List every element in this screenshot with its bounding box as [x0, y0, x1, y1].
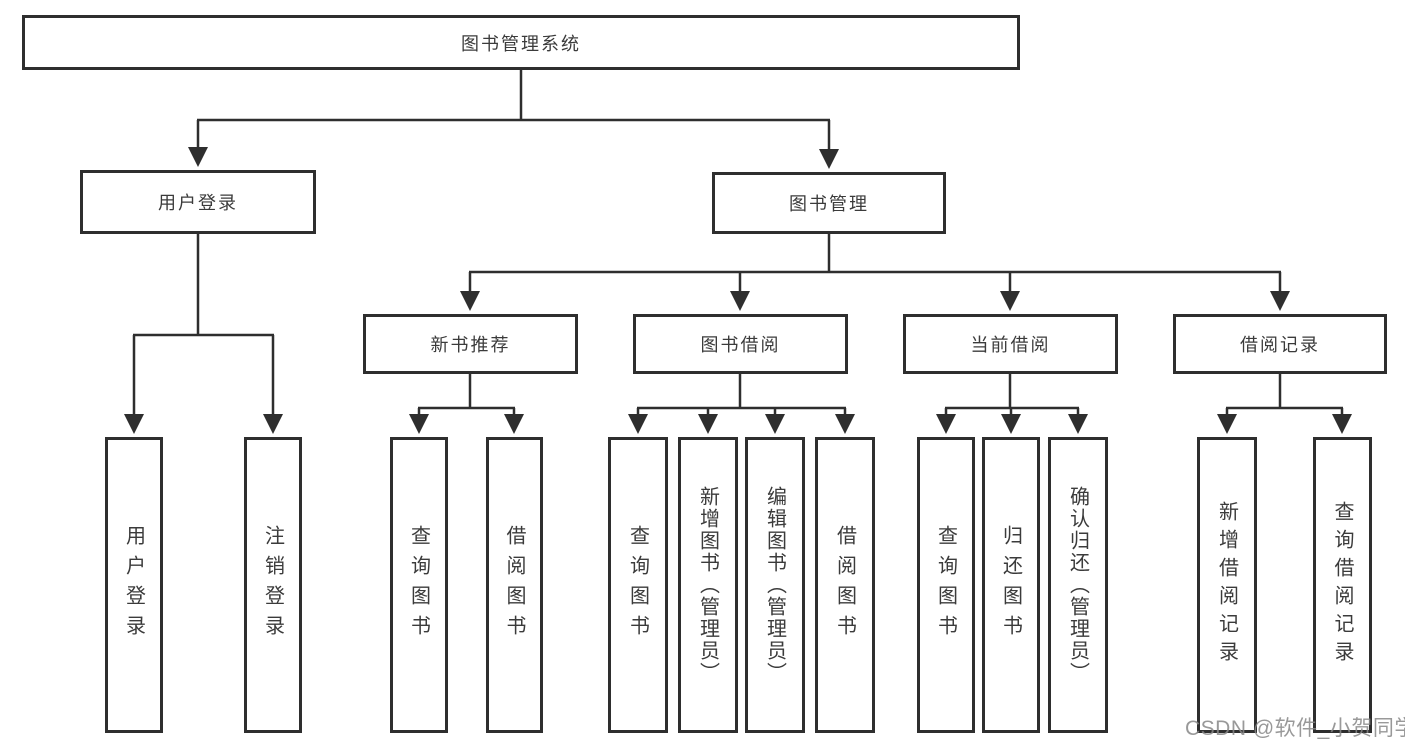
node-book-borrowing: 图书借阅: [633, 314, 848, 374]
node-borrowing-records: 借阅记录: [1173, 314, 1387, 374]
leaf-query-borrow-record: 查询借阅记录: [1313, 437, 1372, 733]
leaf-query-books-2: 查询图书: [608, 437, 668, 733]
node-current-borrowing: 当前借阅: [903, 314, 1118, 374]
leaf-query-books-1: 查询图书: [390, 437, 448, 733]
node-book-management: 图书管理: [712, 172, 946, 234]
csdn-watermark: CSDN @软件_小贺同学: [1185, 717, 1405, 740]
leaf-borrow-books-1: 借阅图书: [486, 437, 543, 733]
leaf-return-books: 归还图书: [982, 437, 1040, 733]
leaf-confirm-return-admin: 确认归还（管理员）: [1048, 437, 1108, 733]
leaf-user-login: 用户登录: [105, 437, 163, 733]
node-root-system: 图书管理系统: [22, 15, 1020, 70]
node-new-book-recommendation: 新书推荐: [363, 314, 578, 374]
leaf-query-books-3: 查询图书: [917, 437, 975, 733]
leaf-borrow-books-2: 借阅图书: [815, 437, 875, 733]
leaf-logout: 注销登录: [244, 437, 302, 733]
leaf-edit-books-admin: 编辑图书（管理员）: [745, 437, 805, 733]
leaf-add-borrow-record: 新增借阅记录: [1197, 437, 1257, 733]
node-user-login: 用户登录: [80, 170, 316, 234]
leaf-add-books-admin: 新增图书（管理员）: [678, 437, 738, 733]
